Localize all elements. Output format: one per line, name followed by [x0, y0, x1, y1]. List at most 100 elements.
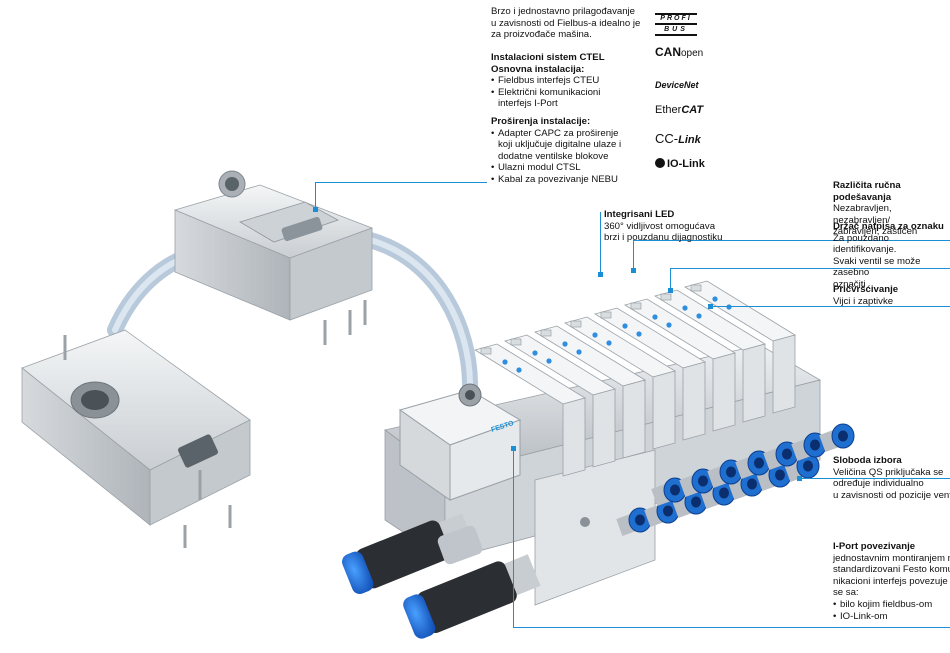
install-heading: Instalacioni sistem CTEL [491, 52, 605, 63]
valve-slice [594, 307, 706, 441]
extensions-item: Ulazni modul CTSL [491, 162, 641, 174]
leader-labelholder-h [670, 268, 950, 270]
intro-line: Brzo i jednostavno prilagođavanje [491, 6, 635, 17]
valve-slice [564, 316, 676, 450]
leader-install-h [315, 182, 487, 184]
install-item: Fieldbus interfejs CTEU [491, 75, 641, 87]
qs-fitting [707, 459, 743, 488]
labelholder-line: označiti [833, 278, 866, 290]
choice-line: Veličina QS priključaka se [833, 466, 944, 478]
ethercat-ether: ther [662, 104, 682, 116]
leader-manual-dot [631, 268, 636, 273]
valve-slice [474, 343, 586, 477]
canopen-open: open [681, 48, 704, 59]
qs-fitting [819, 423, 855, 452]
leader-choice [800, 478, 950, 480]
intro-line: za proizvođače mašina. [491, 29, 592, 41]
manual-line: Nezabravljen, nezabravljen/ [833, 203, 892, 226]
intro-line: u zavisnosti od Fielbus-a idealno je [491, 17, 641, 29]
choice-line: u zavisnosti od pozicije ventila! [833, 489, 950, 501]
leader-iport-dot [511, 446, 516, 451]
led-block: Integrisani LED 360° vidljivost omogućav… [604, 209, 744, 244]
valve-slices [474, 280, 796, 477]
labelholder-title: Držač natpisa za oznaku [833, 221, 944, 232]
led-line: 360° vidljivost omogućava [604, 220, 716, 232]
profibus-top: PROFI [655, 13, 697, 25]
qs-fitting [735, 450, 771, 479]
qs-fitting [791, 432, 827, 461]
install-block: Instalacioni sistem CTEL Osnovna instala… [491, 52, 641, 110]
qs-fittings [616, 423, 855, 536]
install-item-cont: interfejs I-Port [498, 98, 558, 110]
qs-fitting [679, 468, 715, 497]
manual-title: Različita ručna podešavanja [833, 180, 901, 203]
ctsl-input-module [21, 329, 251, 548]
capc-adapter [173, 170, 374, 345]
mounting-block: Pričvršćivanje Vijci i zaptivke [833, 284, 950, 307]
choice-block: Sloboda izbora Veličina QS priključaka s… [833, 455, 950, 501]
canopen-can: CAN [655, 45, 681, 59]
iport-line: jednostavnim montiranjem na [833, 552, 950, 564]
led-title: Integrisani LED [604, 209, 675, 220]
leader-led-dot [598, 272, 603, 277]
leader-mounting-dot [708, 304, 713, 309]
cclink-cc-icon: CC- [655, 131, 679, 146]
profibus-bottom: BUS [655, 25, 697, 36]
iolink-text: IO-Link [667, 158, 705, 170]
valve-slice [624, 298, 736, 432]
qs-fitting [616, 507, 652, 536]
leader-labelholder-dot [668, 288, 673, 293]
iport-line: standardizovani Festo komu- [833, 564, 950, 576]
led-line: brzi i pouzdanu dijagnostiku [604, 232, 723, 244]
qs-fitting [644, 498, 680, 527]
intro-text: Brzo i jednostavno prilagođavanje u zavi… [491, 6, 641, 41]
choice-title: Sloboda izbora [833, 455, 902, 466]
manual-line: zabravljen, zaštićen [833, 226, 918, 238]
mounting-line: Vijci i zaptivke [833, 295, 894, 307]
leader-install-v [315, 182, 317, 210]
qs-fitting [651, 477, 687, 506]
canopen-logo: CANopen [655, 45, 703, 59]
cable-right [362, 232, 478, 393]
leader-iport-h [513, 627, 950, 629]
iport-item: IO-Link-om [833, 611, 950, 623]
leader-choice-dot [797, 476, 802, 481]
extensions-block: Proširenja instalacije: Adapter CAPC za … [491, 116, 641, 186]
extensions-item: Adapter CAPC za proširenje [491, 128, 641, 140]
ethercat-logo: EtherCAT [655, 104, 703, 116]
choice-line: određuje individualno [833, 478, 924, 490]
labelholder-block: Držač natpisa za oznaku Za pouzdano iden… [833, 221, 950, 291]
iolink-icon [655, 158, 665, 168]
leader-mounting [712, 306, 950, 308]
leader-labelholder-v [670, 268, 672, 290]
extensions-heading: Proširenja instalacije: [491, 116, 591, 127]
labelholder-line: Svaki ventil se može zasebno [833, 255, 921, 279]
iport-line: se sa: [833, 587, 859, 599]
cclink-logo: CC-Link [655, 131, 701, 146]
iport-line: nikacioni interfejs povezuje [833, 575, 948, 587]
mounting-title: Pričvršćivanje [833, 284, 899, 295]
valve-slice [654, 289, 766, 423]
install-item: Električni komunikacioni [491, 87, 641, 99]
devicenet-logo: DeviceNet [655, 80, 699, 90]
cclink-text: Link [678, 134, 701, 146]
install-subheading: Osnovna instalacija: [491, 63, 585, 75]
ethercat-cat: CAT [681, 104, 704, 116]
leader-iport-v [513, 448, 515, 628]
labelholder-line: Za pouzdano identifikovanje. [833, 232, 897, 256]
leader-install-dot [313, 207, 318, 212]
iport-title: I-Port povezivanje [833, 541, 916, 552]
profibus-logo: PROFI BUS [655, 13, 697, 36]
ethercat-e-icon: E [655, 104, 663, 116]
valve-slice [684, 280, 796, 414]
leader-manual-v [633, 240, 635, 270]
extensions-item-cont: koji uključuje digitalne ulaze i [498, 139, 622, 151]
iolink-logo: IO-Link [655, 158, 705, 170]
valve-slice [534, 325, 646, 459]
valve-slice [504, 334, 616, 468]
extensions-item-cont: dodatne ventilske blokove [498, 150, 609, 162]
iport-block: I-Port povezivanje jednostavnim montiran… [833, 541, 950, 622]
leader-led [600, 212, 602, 274]
leader-manual-h [633, 240, 950, 242]
